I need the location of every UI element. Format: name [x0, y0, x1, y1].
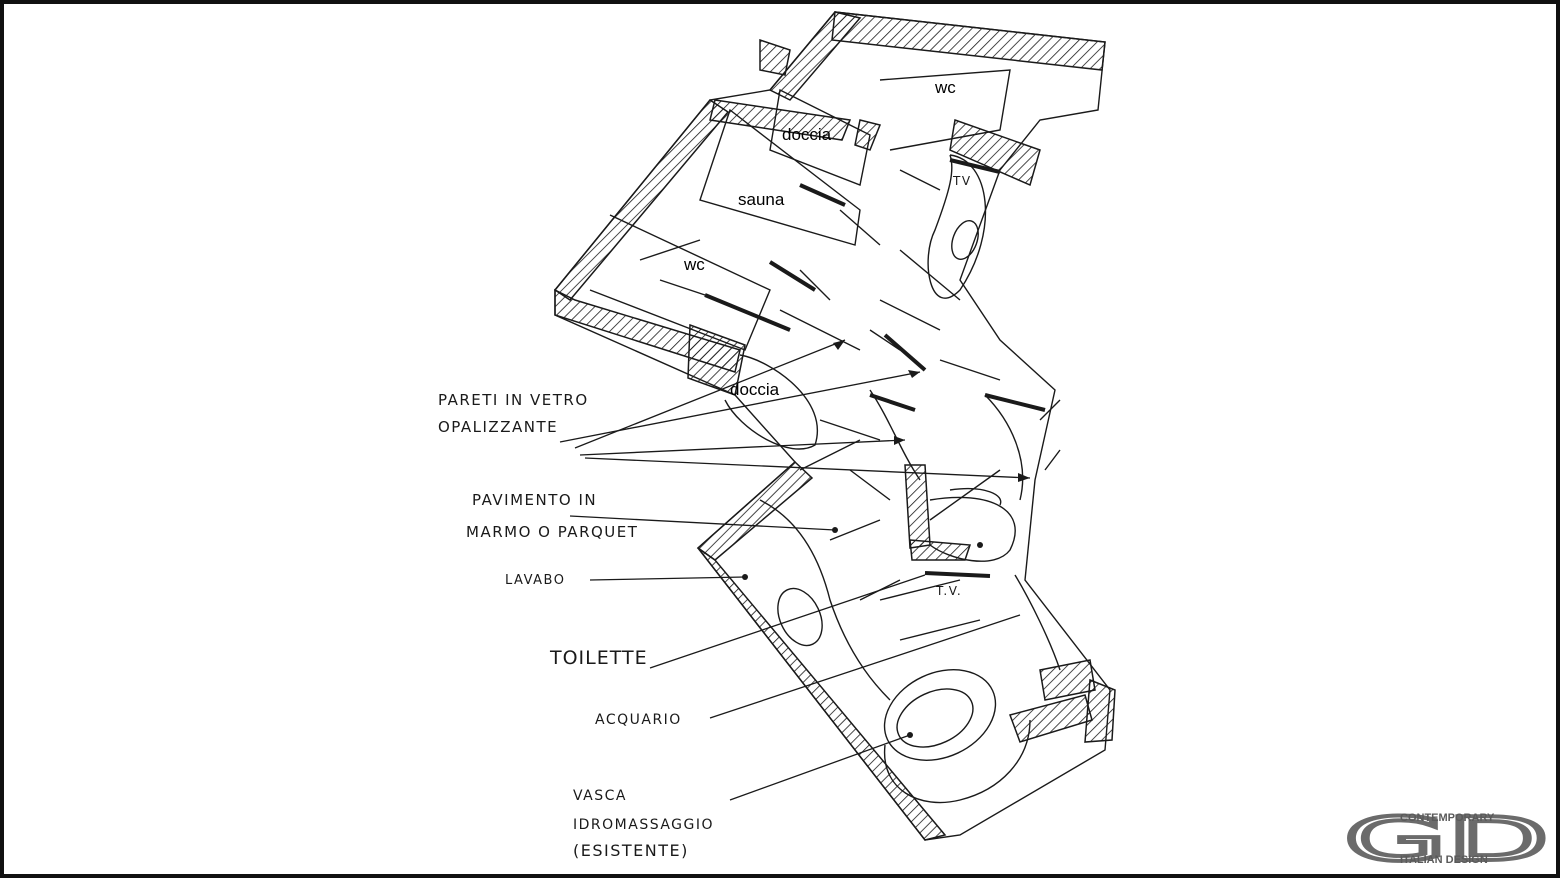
note-lavabo: LAVABO	[505, 573, 565, 588]
logo-top-text: CONTEMPORARY	[1400, 812, 1495, 824]
label-doccia-top: doccia	[782, 125, 832, 144]
interior-lines	[554, 11, 1111, 841]
note-vasca-line1: VASCA	[573, 788, 627, 804]
logo-bottom-text: ITALIAN DESIGN	[1400, 854, 1488, 866]
leader-arrowheads	[742, 340, 1030, 738]
note-pavimento-line2: MARMO O PARQUET	[466, 523, 638, 541]
note-vasca-line3: (ESISTENTE)	[573, 841, 689, 860]
note-pareti-line2: OPALIZZANTE	[438, 418, 558, 436]
outer-walls	[553, 11, 1116, 841]
label-doccia-mid: doccia	[730, 380, 780, 399]
label-wc-left: wc	[683, 255, 705, 274]
label-tv-mid: T.V.	[935, 584, 962, 598]
leader-lines	[559, 339, 1031, 801]
label-tv-top: TV	[952, 174, 972, 188]
glass-partitions	[704, 158, 1046, 578]
note-pavimento-line1: PAVIMENTO IN	[472, 491, 597, 509]
logo-mark: GD	[1344, 805, 1549, 875]
label-sauna: sauna	[738, 190, 785, 209]
note-vasca-line2: IDROMASSAGGIO	[573, 817, 714, 833]
note-acquario: ACQUARIO	[595, 712, 682, 728]
company-logo: GD CONTEMPORARY ITALIAN DESIGN	[1342, 803, 1551, 877]
note-toilette: TOILETTE	[549, 647, 648, 669]
note-pareti-line1: PARETI IN VETRO	[438, 391, 589, 409]
label-wc-top: wc	[934, 78, 956, 97]
